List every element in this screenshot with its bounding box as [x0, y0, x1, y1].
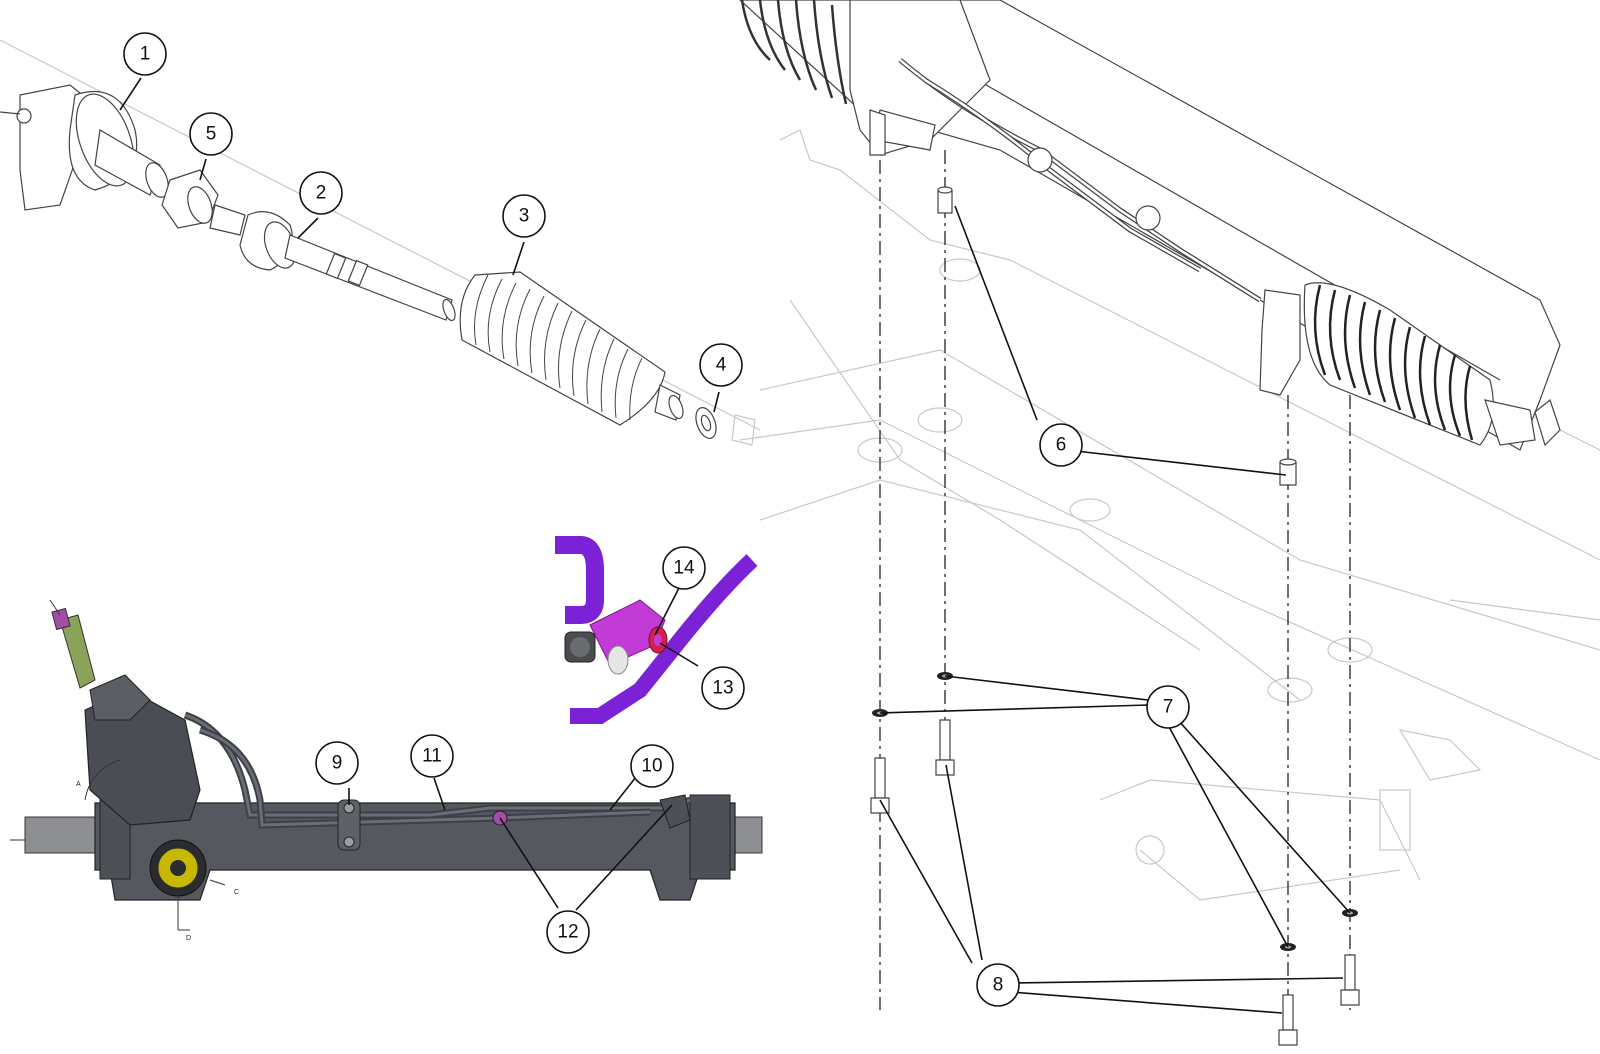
pipe-bracket-detail [555, 536, 758, 724]
exploded-view-inner-tie-rod [0, 39, 761, 446]
svg-text:7: 7 [1163, 697, 1174, 718]
callout-12: 12 [546, 910, 590, 954]
rack-boot [459, 271, 684, 426]
callout-7: 7 [1146, 685, 1190, 729]
section-label-d: D [186, 935, 191, 942]
bushings [937, 186, 1297, 486]
callout-8: 8 [976, 963, 1020, 1007]
callout-11: 11 [410, 734, 454, 778]
svg-text:10: 10 [641, 756, 662, 777]
svg-text:12: 12 [557, 922, 578, 943]
boot-clip [695, 407, 756, 446]
callout-9: 9 [315, 741, 359, 785]
callout-2: 2 [299, 171, 343, 215]
callout-4: 4 [699, 343, 743, 387]
svg-text:3: 3 [519, 206, 530, 227]
leader-lines [119, 77, 1351, 1014]
subframe-mounting-view [739, 0, 1600, 1046]
lock-nut [161, 169, 219, 229]
left-boot [740, 0, 848, 105]
svg-text:1: 1 [140, 44, 151, 65]
callout-14: 14 [662, 546, 706, 590]
alignment-lines [879, 150, 1351, 1030]
inner-tie-rod [209, 204, 456, 322]
callout-1: 1 [123, 32, 167, 76]
svg-text:4: 4 [716, 355, 727, 376]
callout-13: 13 [701, 666, 745, 710]
svg-text:9: 9 [332, 753, 343, 774]
washers [872, 672, 1358, 951]
callout-6: 6 [1039, 423, 1083, 467]
bolts [870, 719, 1360, 1046]
svg-text:11: 11 [422, 746, 442, 767]
section-label-a: A [76, 781, 81, 788]
svg-text:13: 13 [712, 678, 733, 699]
rack-housing-end [0, 84, 169, 211]
svg-text:14: 14 [673, 558, 695, 579]
svg-text:2: 2 [316, 183, 327, 204]
svg-text:6: 6 [1056, 435, 1067, 456]
section-label-c: C [234, 889, 239, 896]
callout-3: 3 [502, 194, 546, 238]
callout-5: 5 [189, 112, 233, 156]
rendered-rack-assembly [10, 599, 763, 931]
callout-10: 10 [630, 744, 674, 788]
svg-text:5: 5 [206, 124, 217, 145]
svg-text:8: 8 [993, 975, 1004, 996]
right-boot [1313, 284, 1474, 441]
rack-housing [739, 0, 1561, 451]
